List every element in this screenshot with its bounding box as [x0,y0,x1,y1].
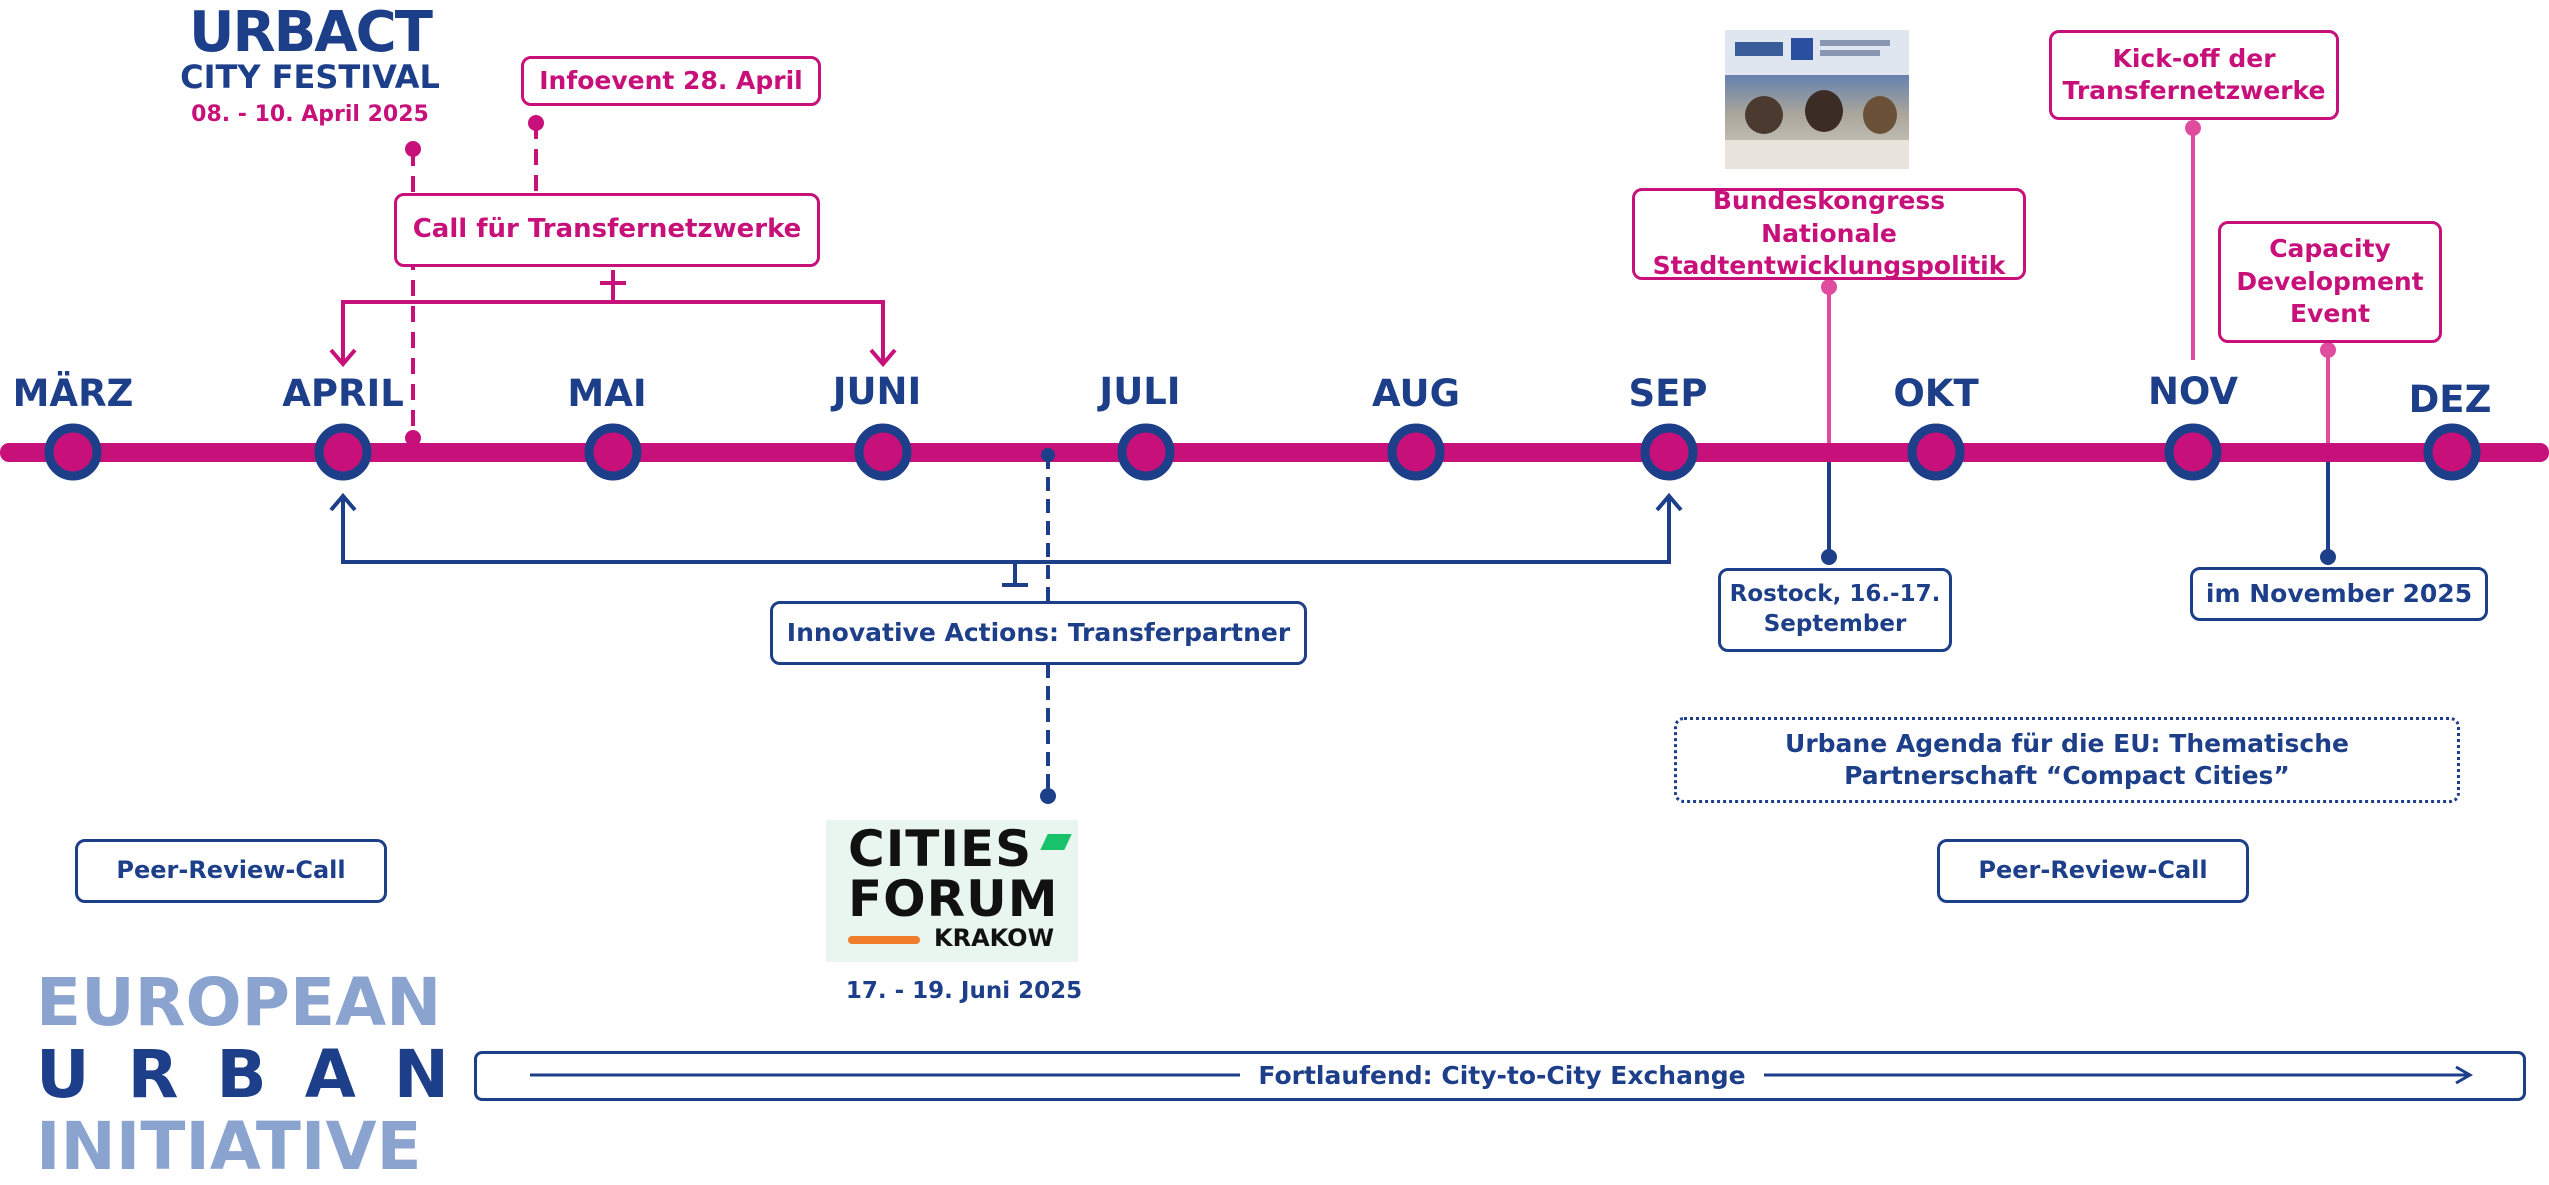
node-juni [854,423,912,481]
month-juli: JULI [1099,370,1181,413]
month-aug: AUG [1372,372,1460,415]
cities-forum-line3: KRAKOW [934,924,1055,952]
month-dez: DEZ [2408,378,2492,421]
kickoff-box: Kick-off der Transfernetzwerke [2049,30,2339,120]
node-maerz [44,423,102,481]
bundeskongress-box: Bundeskongress Nationale Stadtentwicklun… [1632,186,2026,280]
node-mai [584,423,642,481]
node-april [314,423,372,481]
urbact-logo: URBACT CITY FESTIVAL 08. - 10. April 202… [140,0,480,128]
urbact-subtitle: CITY FESTIVAL [180,57,440,96]
rostock-box: Rostock, 16.-17. September [1718,568,1952,652]
cities-forum-line1: CITIES [848,820,1033,878]
urbact-connector [405,141,421,446]
november-box: im November 2025 [2190,567,2488,621]
cities-forum-date: 17. - 19. Juni 2025 [845,978,1083,1004]
cities-forum-connector [1040,448,1056,804]
continuous-arrow [530,1065,2474,1085]
month-maerz: MÄRZ [12,372,134,415]
capacity-development-box: Capacity Development Event [2218,221,2442,343]
eui-logo-line2: URBAN [36,1036,488,1113]
node-sep [1640,423,1698,481]
node-dez [2423,423,2481,481]
node-aug [1387,423,1445,481]
infoevent-box: Infoevent 28. April [521,56,821,106]
month-juni: JUNI [832,370,922,413]
cities-forum-logo: CITIES FORUM KRAKOW [826,820,1078,962]
continuous-exchange-label: Fortlaufend: City-to-City Exchange [1240,1058,1764,1094]
node-juli [1117,423,1175,481]
eui-logo-line3: INITIATIVE [36,1108,422,1185]
capacity-connector [2320,342,2336,565]
continuous-exchange-band [474,1051,2526,1101]
cities-forum-bar [848,936,920,944]
month-nodes [44,423,2481,481]
bundeskongress-connector [1821,279,1837,565]
month-april: APRIL [282,372,404,415]
month-nov: NOV [2147,370,2239,413]
month-sep: SEP [1628,372,1708,415]
urbact-festival-date: 08. - 10. April 2025 [191,102,429,128]
conference-photo-icon [1725,30,1909,169]
eui-logo-line1: EUROPEAN [36,964,442,1041]
month-mai: MAI [567,372,647,415]
infoevent-connector [528,115,544,193]
call-transfernetzwerke-box: Call für Transfernetzwerke [394,193,820,267]
node-nov [2164,423,2222,481]
urbact-wordmark: URBACT [189,0,433,65]
cities-forum-line2: FORUM [848,870,1059,928]
innovative-actions-box: Innovative Actions: Transferpartner [770,601,1307,665]
innovative-bracket [329,492,1683,587]
peer-review-call-right: Peer-Review-Call [1937,839,2249,903]
peer-review-call-left: Peer-Review-Call [75,839,387,903]
call-bracket [329,270,897,368]
urbane-agenda-box: Urbane Agenda für die EU: Thematische Pa… [1674,717,2460,803]
cities-forum-accent [1040,834,1072,850]
node-okt [1907,423,1965,481]
kickoff-connector [2185,120,2201,360]
month-okt: OKT [1893,372,1979,415]
